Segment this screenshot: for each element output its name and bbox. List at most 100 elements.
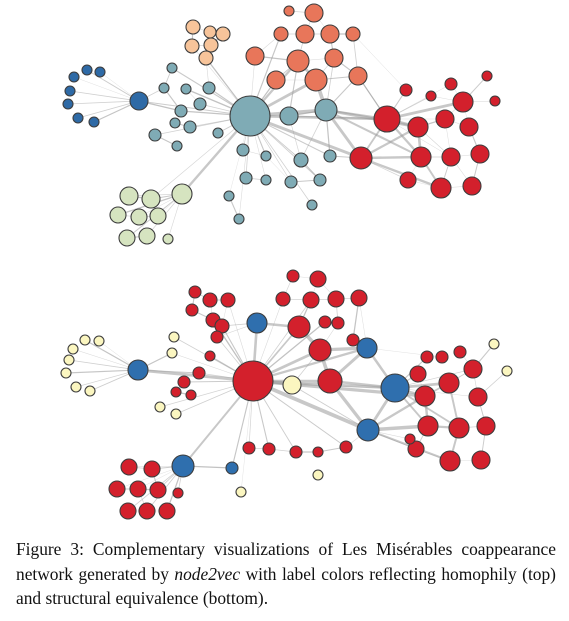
top-node-green [130,208,148,226]
bottom-node-red [435,350,449,364]
bottom-node-red [417,415,439,437]
bottom-node-yellow [168,331,180,343]
top-node-red [410,146,432,168]
top-node-teal [260,174,272,186]
bottom-node-red [170,386,182,398]
top-node-blue [129,91,149,111]
bottom-node-yellow [501,365,513,377]
bottom-node-blue [127,359,149,381]
top-node-green [138,227,156,245]
top-node-green [118,229,136,247]
bottom-node-yellow [93,335,105,347]
bottom-node-red [185,303,199,317]
bottom-node-blue [171,454,195,478]
bottom-node-yellow [63,354,75,366]
bottom-node-red [318,315,332,329]
bottom-node-red [204,350,216,362]
bottom-node-red [289,445,303,459]
bottom-edge [291,384,369,431]
top-node-teal [229,95,271,137]
top-node-teal [233,213,245,225]
top-node-teal [306,199,318,211]
top-edge [150,115,251,200]
top-node-salmon [283,5,295,17]
bottom-node-red [108,480,126,498]
top-node-teal [314,98,338,122]
bottom-edge [291,384,396,389]
bottom-node-red [448,417,470,439]
top-node-teal [239,171,253,185]
bottom-node-red [476,416,496,436]
top-node-orange [198,50,214,66]
bottom-edge [251,379,370,432]
top-node-teal [223,190,235,202]
bottom-node-red [327,290,345,308]
top-node-salmon [304,68,328,92]
top-node-teal [148,128,162,142]
top-node-teal [293,152,309,168]
top-node-blue [72,112,84,124]
top-node-teal [323,149,337,163]
bottom-node-blue [380,373,410,403]
top-node-teal [236,143,250,157]
top-nodes [62,3,501,247]
bottom-node-red [438,372,460,394]
top-node-red [435,109,455,129]
top-node-red [459,117,479,137]
top-node-red [349,146,373,170]
bottom-node-red [350,289,368,307]
top-node-red [373,105,401,133]
top-node-salmon [286,49,310,73]
top-node-red [425,90,437,102]
top-node-salmon [324,48,344,68]
top-node-green [149,207,167,225]
bottom-node-yellow [488,338,500,350]
top-node-teal [174,104,188,118]
top-node-teal [202,81,216,95]
bottom-node-yellow [166,347,178,359]
caption-label: Figure 3: [16,539,84,559]
bottom-node-red [119,502,137,520]
top-node-teal [158,82,170,94]
bottom-node-yellow [312,469,324,481]
bottom-node-red [188,285,202,299]
top-node-salmon [273,26,289,42]
top-node-red [470,144,490,164]
top-node-red [399,83,413,97]
bottom-node-red [439,450,461,472]
bottom-node-red [232,360,274,402]
bottom-node-red [275,291,291,307]
top-edge [352,33,407,91]
top-node-orange [203,37,219,53]
top-edge [73,76,140,102]
top-node-orange [185,19,201,35]
top-node-teal [260,150,272,162]
bottom-node-red [220,292,236,308]
bottom-node-red [331,316,345,330]
bottom-node-red [463,359,483,379]
top-edge [67,100,140,105]
top-node-orange [184,38,200,54]
bottom-network-panel [60,269,513,520]
top-node-salmon [345,26,361,42]
bottom-node-red [339,440,353,454]
top-node-red [444,77,458,91]
top-node-salmon [320,24,340,44]
top-node-blue [88,116,100,128]
bottom-edge [75,369,139,388]
bottom-node-red [420,350,434,364]
bottom-node-red [287,315,311,339]
top-node-salmon [348,66,368,86]
top-node-blue [64,85,76,97]
top-node-orange [215,26,231,42]
bottom-edge [68,359,139,371]
top-node-salmon [266,70,286,90]
bottom-node-red [185,389,197,401]
caption-text-after: with label colors reflecting homophily (… [16,563,556,609]
bottom-node-red [312,446,324,458]
bottom-node-red [120,458,138,476]
figure-caption: Figure 3: Complementary visualizations o… [16,537,556,611]
bottom-edge [116,465,184,490]
top-node-blue [68,71,80,83]
bottom-node-red [202,292,218,308]
